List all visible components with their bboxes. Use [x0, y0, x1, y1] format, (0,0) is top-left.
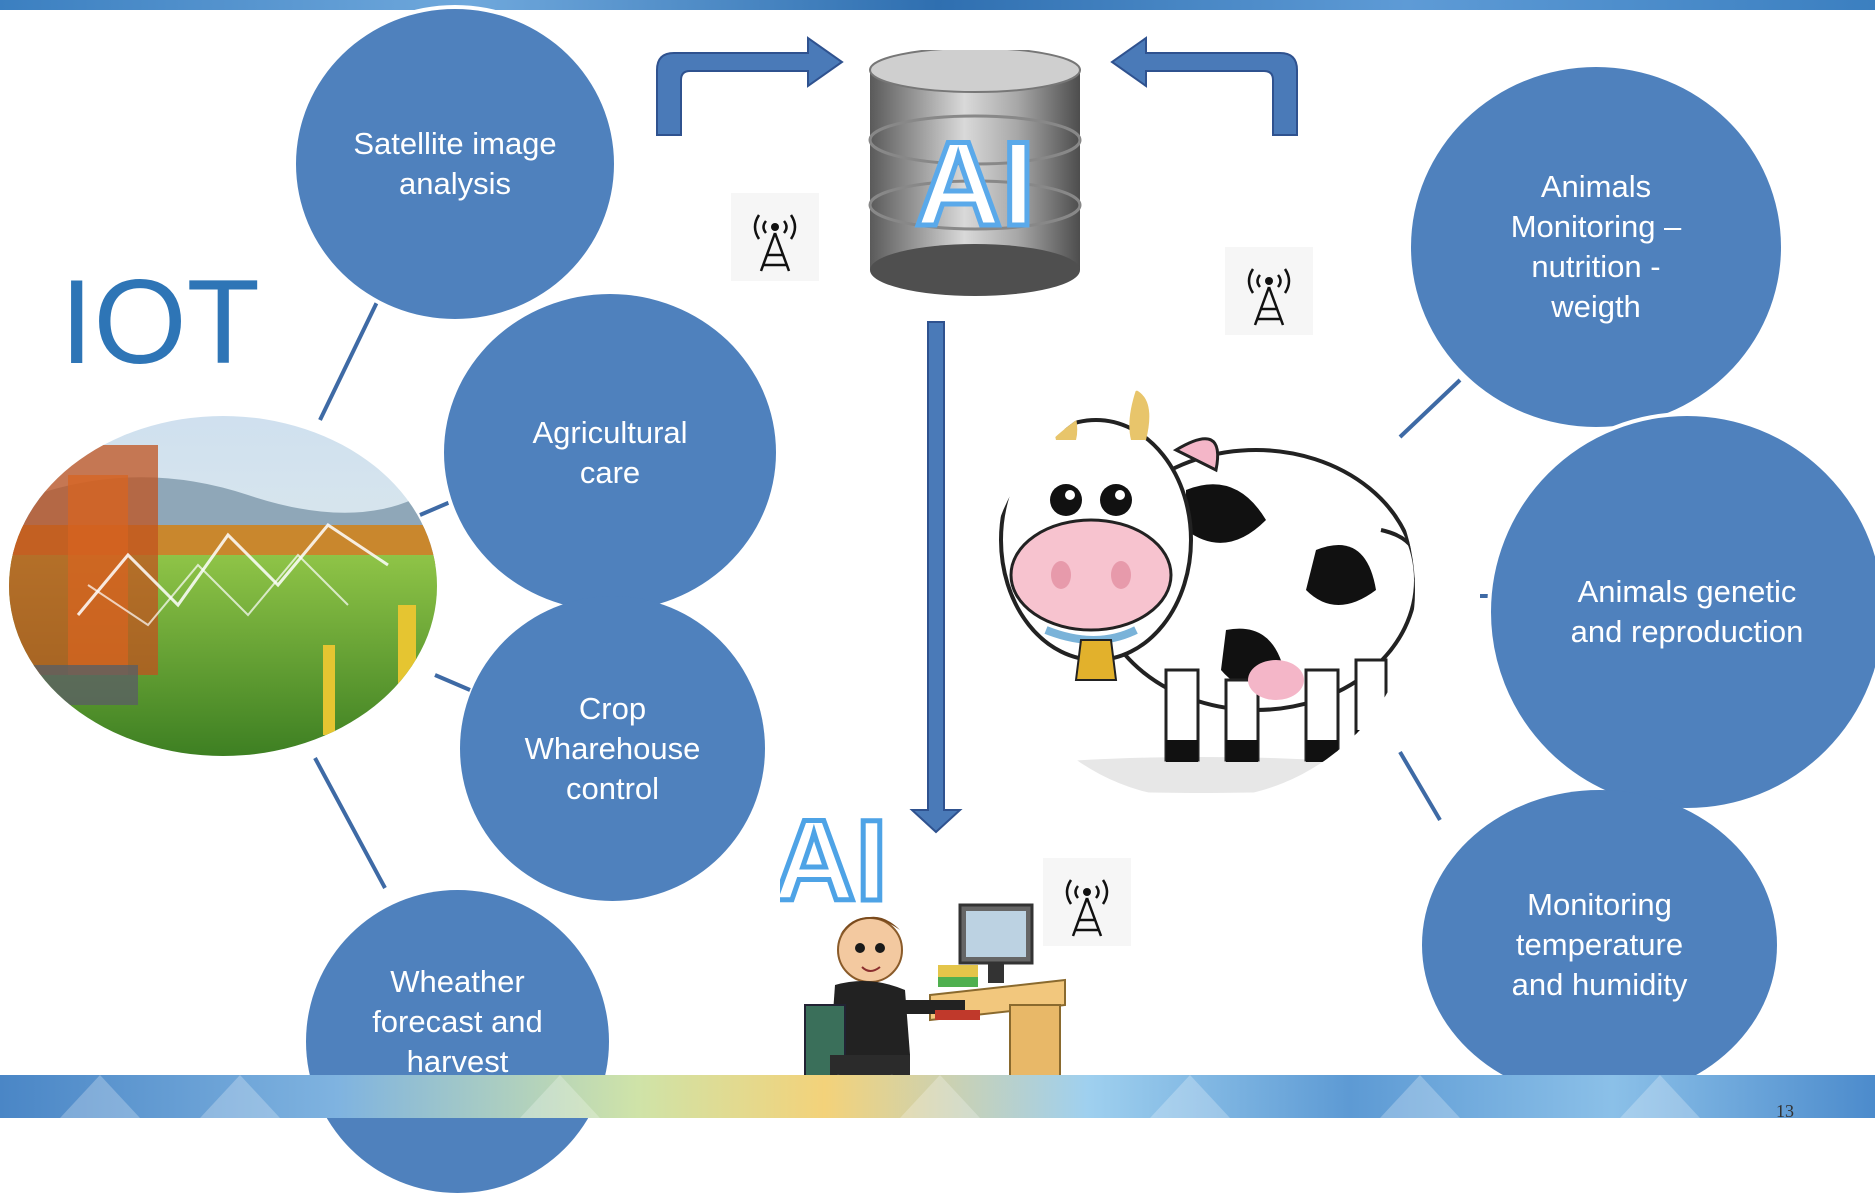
monitoring-temperature-humidity-circle: Monitoring temperature and humidity [1422, 790, 1777, 1100]
crop-warehouse-control-circle: Crop Wharehouse control [460, 596, 765, 901]
page-number: 13 [1776, 1101, 1794, 1121]
top-banner [0, 0, 1875, 10]
antenna-icon [1043, 858, 1131, 946]
weather-forecast-harvest-circle: Wheather forecast and harvest control [306, 890, 609, 1193]
satellite-image-analysis-circle: Satellite image analysis [292, 5, 618, 323]
cow-image [987, 381, 1415, 799]
animals-monitoring-circle: Animals Monitoring – nutrition - weigth [1411, 67, 1781, 427]
ai-operator-image: AI [780, 805, 1066, 1115]
connector-line [434, 673, 471, 692]
connector-lines [313, 299, 1492, 889]
connector-line [1398, 750, 1442, 822]
animals-genetic-reproduction-circle: Animals genetic and reproduction [1487, 412, 1875, 812]
connector-line [318, 299, 380, 421]
connector-line [1398, 378, 1462, 439]
ai-db-label: AI [915, 117, 1035, 251]
bottom-banner [0, 1075, 1875, 1118]
iot-title: IOT [60, 255, 260, 389]
connector-line [313, 757, 387, 889]
antenna-icon [1225, 247, 1313, 335]
antenna-icon [731, 193, 819, 281]
farm-field-image [9, 416, 437, 756]
ai-database-image: AI [868, 50, 1082, 296]
ai-operator-label: AI [780, 805, 888, 925]
agricultural-care-circle: Agricultural care [440, 290, 780, 615]
